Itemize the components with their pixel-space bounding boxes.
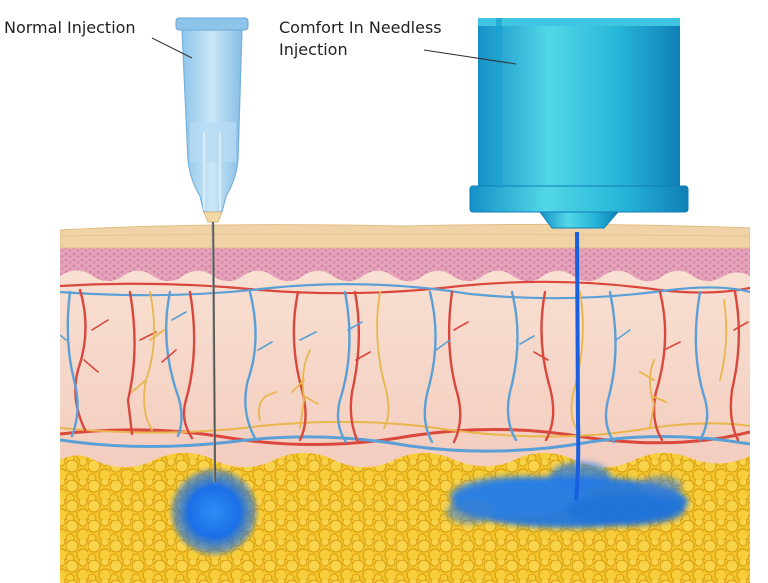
needle	[211, 221, 217, 483]
needless-injection-label-line2: Injection	[279, 40, 348, 59]
needless-injection-label: Comfort In Needless Injection	[279, 17, 442, 61]
needless-injection-leader-line	[423, 49, 517, 65]
needless-injectate-dispersion	[446, 462, 688, 528]
normal-injection-label: Normal Injection	[4, 18, 136, 37]
vertical-vessels	[60, 288, 749, 444]
needless-injection-label-line1: Comfort In Needless	[279, 18, 442, 37]
epidermis-layer	[60, 244, 750, 282]
stratum-corneum-layer	[60, 223, 750, 249]
needless-injector-nozzle	[469, 18, 689, 229]
normal-injectate-bolus	[168, 466, 260, 558]
horizontal-vessel-plexus	[60, 280, 750, 453]
skin-cross-section	[60, 223, 750, 583]
needless-jet-stream	[574, 231, 581, 501]
syringe	[175, 17, 249, 223]
normal-injection-leader-line	[151, 37, 193, 59]
